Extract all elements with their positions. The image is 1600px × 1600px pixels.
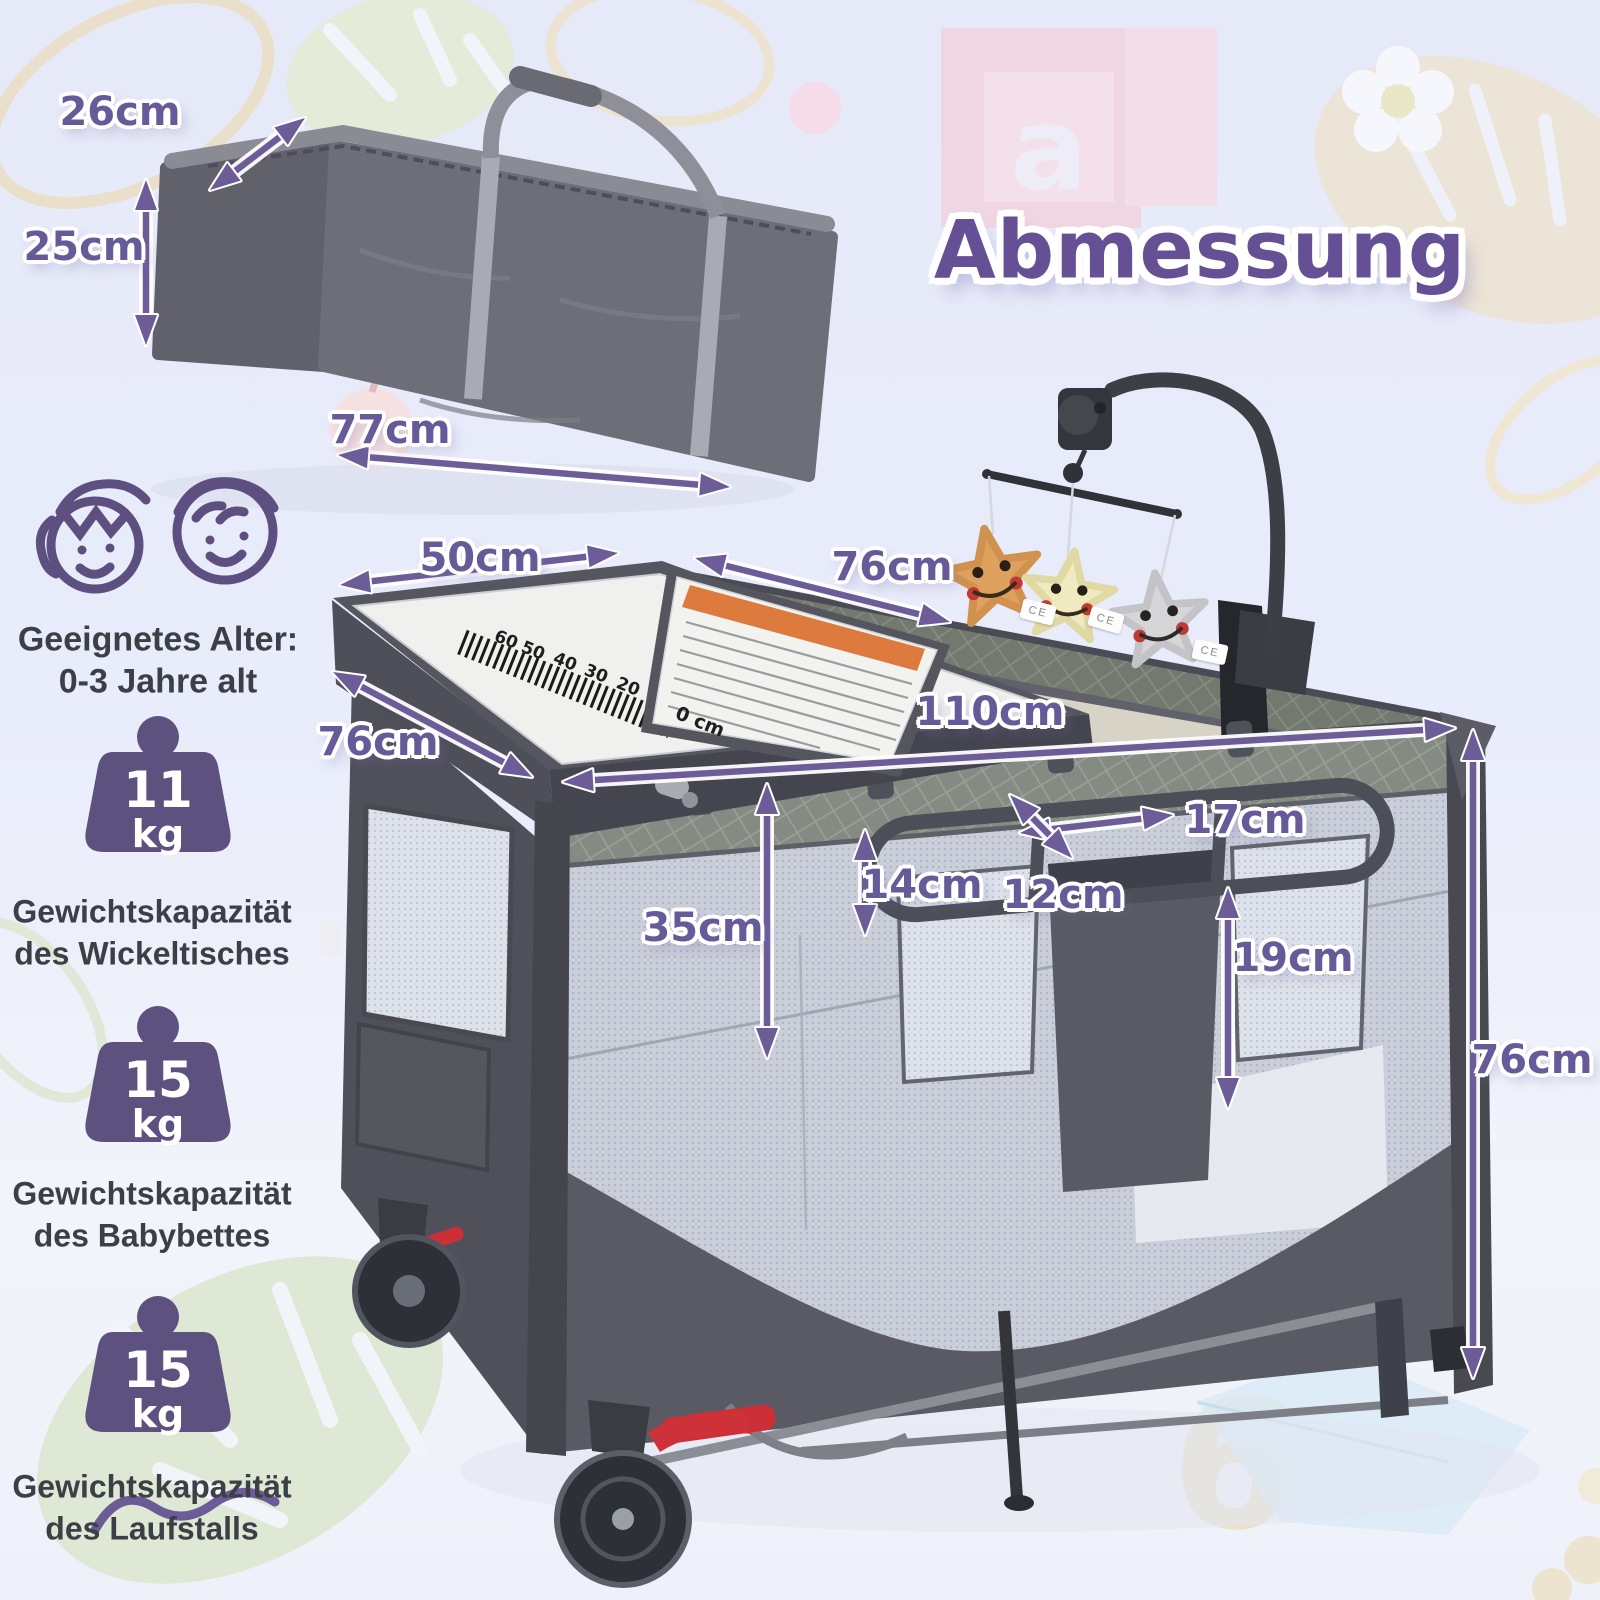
dim-label-total-height: 76cm (1471, 1037, 1593, 1083)
folding-frame (586, 1298, 1470, 1511)
dim-label-pad-depth: 76cm (831, 544, 953, 590)
side-mesh-pocket (361, 803, 515, 1043)
age-line1: Geeignetes Alter: (17, 620, 299, 659)
dim-label-length: 110cm (915, 689, 1065, 735)
children-faces-icon (35, 477, 279, 594)
bag-handle-grip (509, 66, 602, 107)
arrow-tray-depth (1000, 785, 1082, 868)
leaf-icon (0, 917, 108, 1103)
dim-label-pocket-height: 14cm (861, 862, 983, 908)
dimension-arrows (133, 107, 1486, 1380)
fabric-tag (318, 919, 342, 957)
capacity-value-1: 11 (123, 761, 193, 819)
capacity-unit-1: kg (131, 812, 185, 856)
bag-strap (464, 155, 500, 400)
arrow-side-depth (325, 660, 540, 789)
capacity-caption-3a: Gewichtskapazität (12, 1468, 292, 1505)
bag-strap (690, 215, 727, 457)
badge-letter: a (1010, 83, 1088, 217)
arrow-bottle-pocket-height (1215, 886, 1241, 1110)
dim-label-bottle-pocket-height: 19cm (1232, 935, 1354, 981)
fabric-swoosh (541, 1140, 1462, 1454)
organizer-center-pocket (1048, 849, 1222, 1192)
dim-label-side-depth: 76cm (317, 719, 439, 765)
leaf-icon (1484, 355, 1600, 505)
arrow-pad-width (336, 540, 622, 598)
back-right-leg (1375, 1298, 1409, 1418)
travel-cot (318, 372, 1496, 1588)
organizer-right-pocket (1229, 833, 1371, 1063)
dim-label-tray-depth: 12cm (1002, 872, 1124, 918)
arrow-bag-length (335, 442, 733, 500)
flower-icon (1342, 46, 1454, 152)
capacity-caption-3b: des Laufstalls (45, 1510, 259, 1547)
monstera-leaf-icon (286, 0, 514, 148)
brake-lever (648, 1410, 752, 1452)
arrow-bag-depth (201, 107, 314, 201)
weight-icon-changing-table (85, 716, 231, 852)
front-wheel (554, 1400, 752, 1588)
leaf-icon (545, 0, 775, 127)
arrow-pocket-height (852, 828, 878, 937)
squiggle-doodle (90, 1488, 280, 1535)
title-badge (941, 28, 1217, 228)
capacity-caption-1a: Gewichtskapazität (12, 893, 292, 930)
capacity-caption-2b: des Babybettes (33, 1217, 271, 1254)
arrow-bassinet-depth (754, 782, 780, 1060)
capacity-unit-3: kg (131, 1392, 185, 1436)
front-left-post (526, 800, 570, 1456)
weight-icon-bassinet (85, 1006, 231, 1142)
dim-label-bassinet-depth: 35cm (642, 905, 764, 951)
front-right-foot (1430, 1326, 1470, 1372)
crib-shadow (460, 1408, 1540, 1532)
changing-table (332, 561, 1093, 838)
arrow-bag-height (133, 178, 159, 347)
capacity-value-2: 15 (123, 1051, 193, 1109)
star-plush-gray (1108, 568, 1210, 666)
bag-zipper (207, 143, 812, 236)
bag-top-edge (164, 124, 835, 232)
page-title: Abmessung (933, 203, 1467, 297)
age-line2: 0-3 Jahre alt (58, 662, 258, 701)
capacity-caption-1b: des Wickeltisches (14, 935, 290, 972)
capacity-value-3: 15 (123, 1341, 193, 1399)
dim-label-bag-length: 77cm (329, 407, 451, 453)
dim-label-pad-width: 50cm (419, 535, 541, 581)
arrow-pad-depth (690, 545, 955, 635)
side-pocket-flap (354, 1021, 492, 1173)
dim-label-bag-height: 25cm (23, 224, 145, 270)
carry-bag (152, 66, 838, 482)
back-wheel (352, 1198, 466, 1348)
sheet-warning-band (682, 585, 925, 671)
mobile-crossbar (983, 470, 1181, 518)
arrow-length (560, 715, 1458, 795)
dim-label-tray-width: 17cm (1184, 797, 1306, 843)
height-ruler (457, 629, 677, 739)
arrow-total-height (1460, 728, 1486, 1380)
capacity-caption-2a: Gewichtskapazität (12, 1175, 292, 1212)
dot-decoration (789, 82, 841, 134)
mobile-arm (982, 372, 1315, 695)
arrow-tray-width (1016, 802, 1177, 846)
dim-label-bag-depth: 26cm (59, 89, 181, 135)
front-rail (558, 722, 1455, 868)
capacity-unit-2: kg (131, 1102, 185, 1146)
weight-icon-playpen (85, 1296, 231, 1432)
star-plush-orange (937, 520, 1046, 626)
